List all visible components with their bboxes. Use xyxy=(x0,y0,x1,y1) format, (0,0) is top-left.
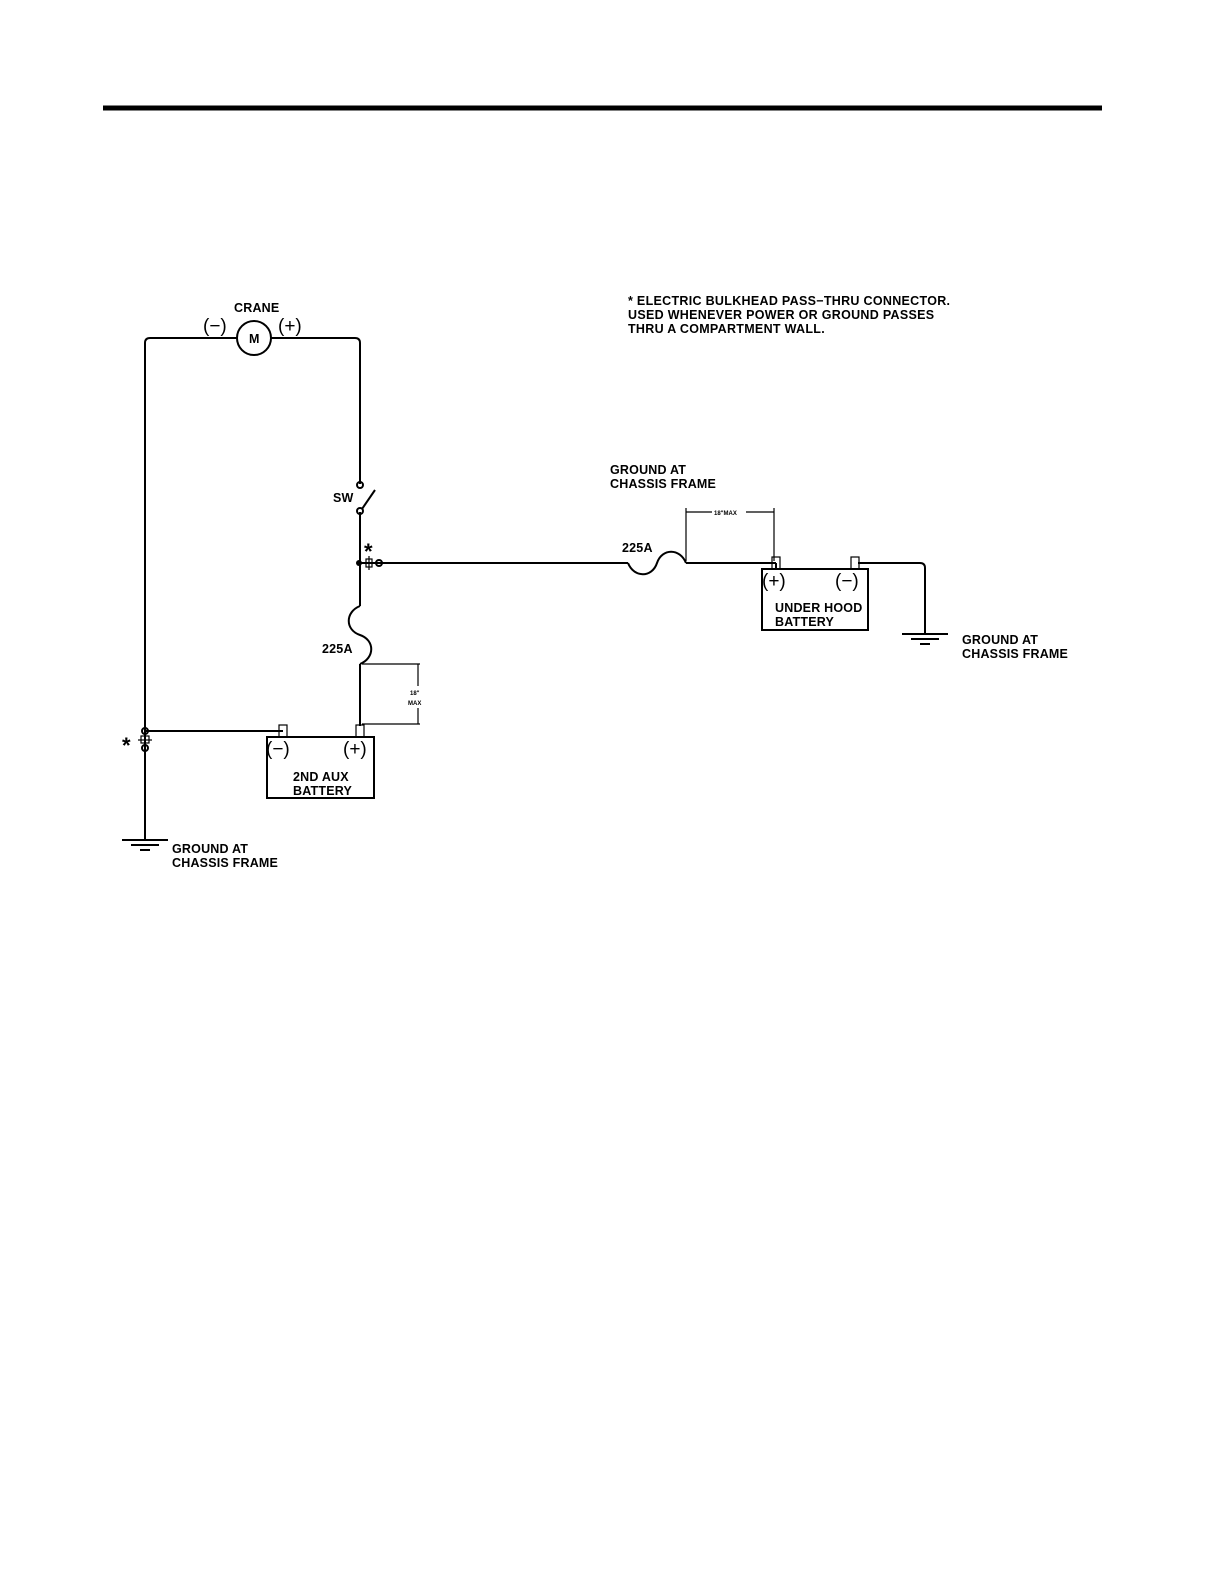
motor-minus: (−) xyxy=(203,316,227,337)
svg-text:CHASSIS FRAME: CHASSIS FRAME xyxy=(962,647,1068,661)
aux-battery-minus: (−) xyxy=(266,739,290,760)
hood-battery-plus: (+) xyxy=(762,571,786,592)
svg-text:BATTERY: BATTERY xyxy=(775,615,834,629)
svg-text:* ELECTRIC BULKHEAD PASS−TH: * ELECTRIC BULKHEAD PASS−THRU CONNECTOR. xyxy=(628,294,950,308)
svg-text:225A: 225A xyxy=(322,642,353,656)
svg-text:GROUND AT: GROUND AT xyxy=(610,463,686,477)
svg-text:2ND AUX: 2ND AUX xyxy=(293,770,349,784)
svg-text:BATTERY: BATTERY xyxy=(293,784,352,798)
svg-text:MAX: MAX xyxy=(408,701,421,707)
crane-motor: CRANE M (−) (+) xyxy=(203,301,302,355)
dimension-right: 18"MAX xyxy=(686,508,774,561)
svg-text:CHASSIS FRAME: CHASSIS FRAME xyxy=(172,856,278,870)
fuse-right: 225A xyxy=(622,541,686,574)
ground-symbol-right: GROUND AT CHASSIS FRAME xyxy=(902,633,1068,661)
aux-battery: (−) (+) 2ND AUX BATTERY xyxy=(266,725,374,798)
svg-text:225A: 225A xyxy=(622,541,653,555)
bulkhead-connector-left: * xyxy=(122,728,152,758)
ground-label-top: GROUND AT CHASSIS FRAME xyxy=(610,463,716,491)
left-connector-star: * xyxy=(122,733,131,758)
svg-text:GROUND AT: GROUND AT xyxy=(172,842,248,856)
dimension-left: 18" MAX xyxy=(362,664,421,724)
junction-star: * xyxy=(364,539,373,564)
under-hood-battery: (+) (−) UNDER HOOD BATTERY xyxy=(762,557,868,630)
svg-text:GROUND AT: GROUND AT xyxy=(962,633,1038,647)
svg-text:18"MAX: 18"MAX xyxy=(714,511,737,517)
svg-text:THRU A COMPARTMENT WALL.: THRU A COMPARTMENT WALL. xyxy=(628,322,825,336)
ground-symbol-bottom: GROUND AT CHASSIS FRAME xyxy=(122,840,278,870)
svg-text:18": 18" xyxy=(410,691,420,697)
bulkhead-note: * ELECTRIC BULKHEAD PASS−THRU CONNECTOR.… xyxy=(628,294,950,336)
switch: SW xyxy=(333,482,375,514)
hood-battery-minus: (−) xyxy=(835,571,859,592)
motor-label: M xyxy=(249,332,260,346)
switch-label: SW xyxy=(333,491,354,505)
aux-battery-plus: (+) xyxy=(343,739,367,760)
svg-text:USED WHENEVER POWER OR GRO: USED WHENEVER POWER OR GROUND PASSES xyxy=(628,308,934,322)
svg-text:CHASSIS FRAME: CHASSIS FRAME xyxy=(610,477,716,491)
motor-plus: (+) xyxy=(278,316,302,337)
svg-text:CRANE: CRANE xyxy=(234,301,279,315)
circuit-wires xyxy=(145,338,925,840)
fuse-left: 225A xyxy=(322,606,371,664)
svg-text:UNDER HOOD: UNDER HOOD xyxy=(775,601,862,615)
